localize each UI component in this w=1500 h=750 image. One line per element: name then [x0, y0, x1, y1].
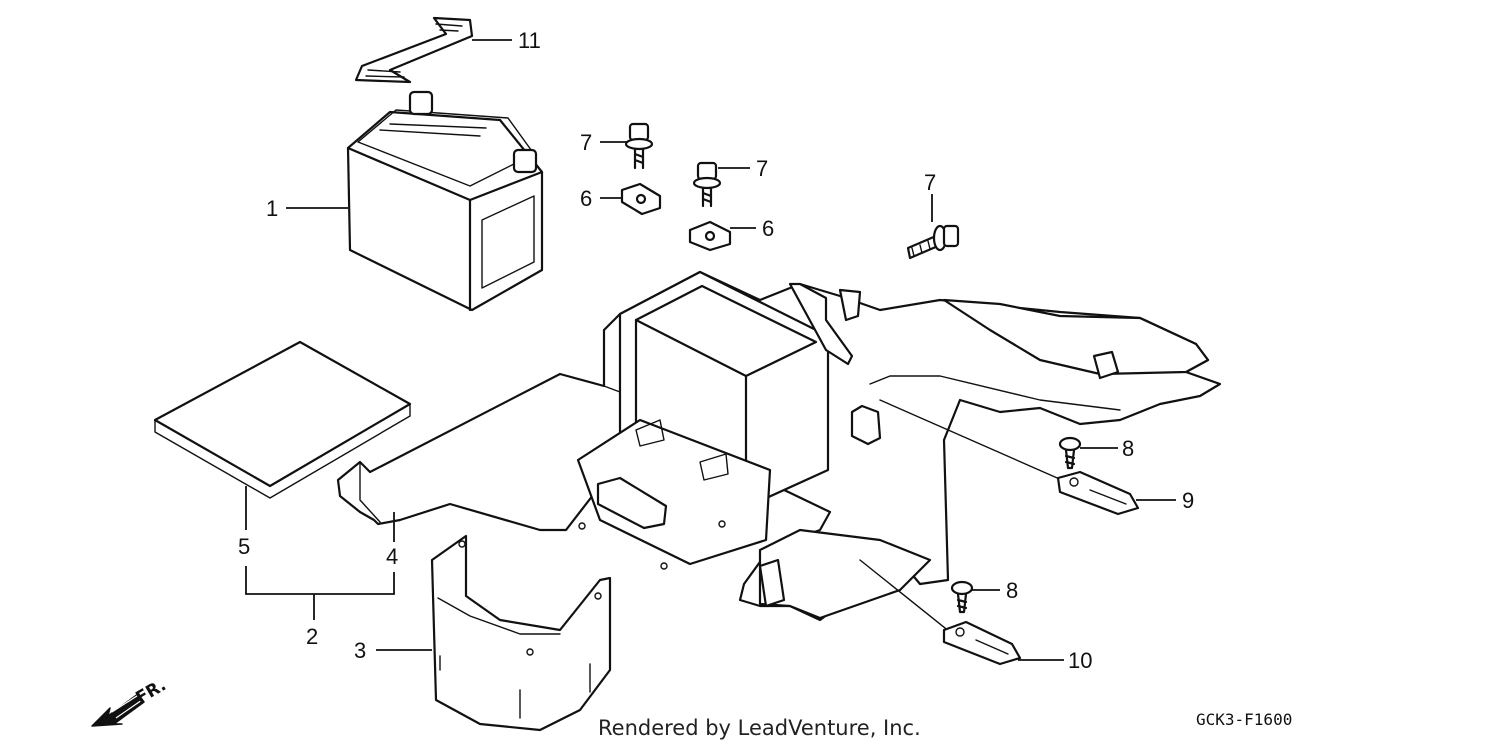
rubber-strap-10: [942, 620, 1022, 666]
callout-2: 2: [306, 624, 318, 649]
rubber-strap-9: [1056, 470, 1140, 516]
callout-9: 9: [1182, 488, 1194, 513]
clip-nut-6b: [688, 220, 732, 252]
callout-11: 11: [518, 28, 541, 53]
callout-5: 5: [238, 534, 250, 559]
callout-1: 1: [266, 196, 278, 221]
callout-4: 4: [386, 544, 398, 569]
lower-cover: [430, 534, 612, 732]
callout-6a: 6: [580, 186, 592, 211]
battery-band: [354, 16, 474, 84]
battery-mat: [153, 340, 412, 499]
callout-7a: 7: [580, 130, 592, 155]
clip-nut-6a: [620, 182, 662, 216]
render-credit: Rendered by LeadVenture, Inc.: [598, 716, 921, 740]
bolt-7c: [906, 224, 960, 260]
screw-8a: [1058, 436, 1082, 470]
battery-case: [336, 270, 1222, 641]
battery: [346, 90, 544, 312]
screw-8b: [950, 580, 974, 614]
callout-3: 3: [354, 638, 366, 663]
callout-7c: 7: [924, 170, 936, 195]
bolt-7b: [692, 161, 722, 208]
callout-8b: 8: [1006, 578, 1018, 603]
callout-8a: 8: [1122, 436, 1134, 461]
diagram-code: GCK3-F1600: [1196, 710, 1293, 729]
callout-10: 10: [1068, 648, 1092, 673]
callout-7b: 7: [756, 156, 768, 181]
bolt-7a: [624, 122, 654, 170]
front-direction-arrow: FR.: [91, 675, 170, 727]
leader-lines: [245, 39, 1176, 661]
callout-6b: 6: [762, 216, 774, 241]
